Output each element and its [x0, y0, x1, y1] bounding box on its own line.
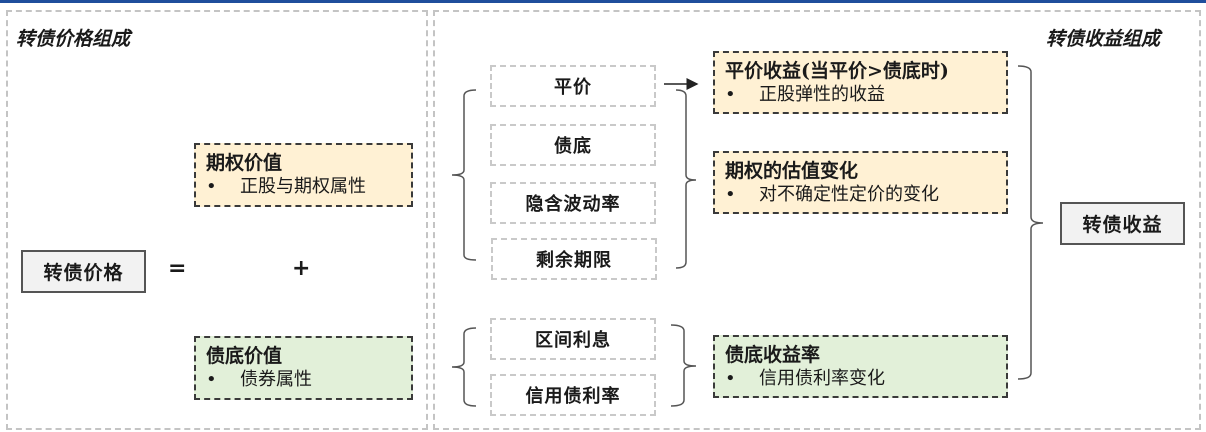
equals-sign: = [168, 256, 187, 281]
bullet-icon: • [725, 184, 736, 205]
top-accent-bar [0, 0, 1206, 3]
return-composition-title: 转债收益组成 [1046, 28, 1161, 50]
convertible-return-box: 转债收益 [1060, 202, 1185, 245]
parity-return-title: 平价收益(当平价>债底时) [725, 60, 949, 82]
plus-sign: + [292, 256, 311, 281]
price-composition-title: 转债价格组成 [16, 28, 131, 50]
option-valuation-change-bullet-text: 对不确定性定价的变化 [759, 184, 939, 205]
factor-parity: 平价 [490, 65, 656, 107]
bullet-icon: • [725, 84, 736, 105]
factor-credit-bond-rate: 信用债利率 [490, 374, 656, 416]
option-value-box: 期权价值 • 正股与期权属性 [194, 143, 413, 207]
bullet-icon: • [206, 176, 217, 197]
bullet-icon: • [206, 369, 217, 390]
bullet-icon: • [725, 368, 736, 389]
factor-remaining-term: 剩余期限 [491, 238, 657, 280]
bond-floor-value-box: 债底价值 • 债券属性 [194, 336, 413, 400]
bond-floor-value-title: 债底价值 [206, 345, 283, 367]
bond-floor-value-bullet-text: 债券属性 [240, 369, 312, 390]
option-value-bullet-text: 正股与期权属性 [240, 176, 366, 197]
bond-floor-value-bullet: • 债券属性 [206, 368, 401, 392]
option-value-title: 期权价值 [206, 152, 283, 174]
bond-floor-yield-title: 债底收益率 [725, 344, 821, 366]
option-valuation-change-title: 期权的估值变化 [725, 160, 859, 182]
option-value-bullet: • 正股与期权属性 [206, 175, 401, 199]
factor-bond-floor: 债底 [490, 124, 656, 166]
price-composition-panel [6, 10, 428, 430]
bond-floor-yield-bullet-text: 信用债利率变化 [759, 368, 885, 389]
option-valuation-change-bullet: • 对不确定性定价的变化 [725, 183, 996, 207]
factor-interval-interest: 区间利息 [490, 318, 656, 360]
bond-floor-yield-box: 债底收益率 • 信用债利率变化 [713, 335, 1008, 398]
option-valuation-change-box: 期权的估值变化 • 对不确定性定价的变化 [713, 151, 1008, 214]
parity-return-bullet-text: 正股弹性的收益 [759, 84, 885, 105]
convertible-price-box: 转债价格 [21, 250, 146, 293]
bond-floor-yield-bullet: • 信用债利率变化 [725, 367, 996, 391]
parity-return-box: 平价收益(当平价>债底时) • 正股弹性的收益 [713, 51, 1008, 114]
return-composition-panel [433, 10, 1201, 430]
factor-implied-volatility: 隐含波动率 [490, 182, 656, 224]
parity-return-bullet: • 正股弹性的收益 [725, 83, 996, 107]
